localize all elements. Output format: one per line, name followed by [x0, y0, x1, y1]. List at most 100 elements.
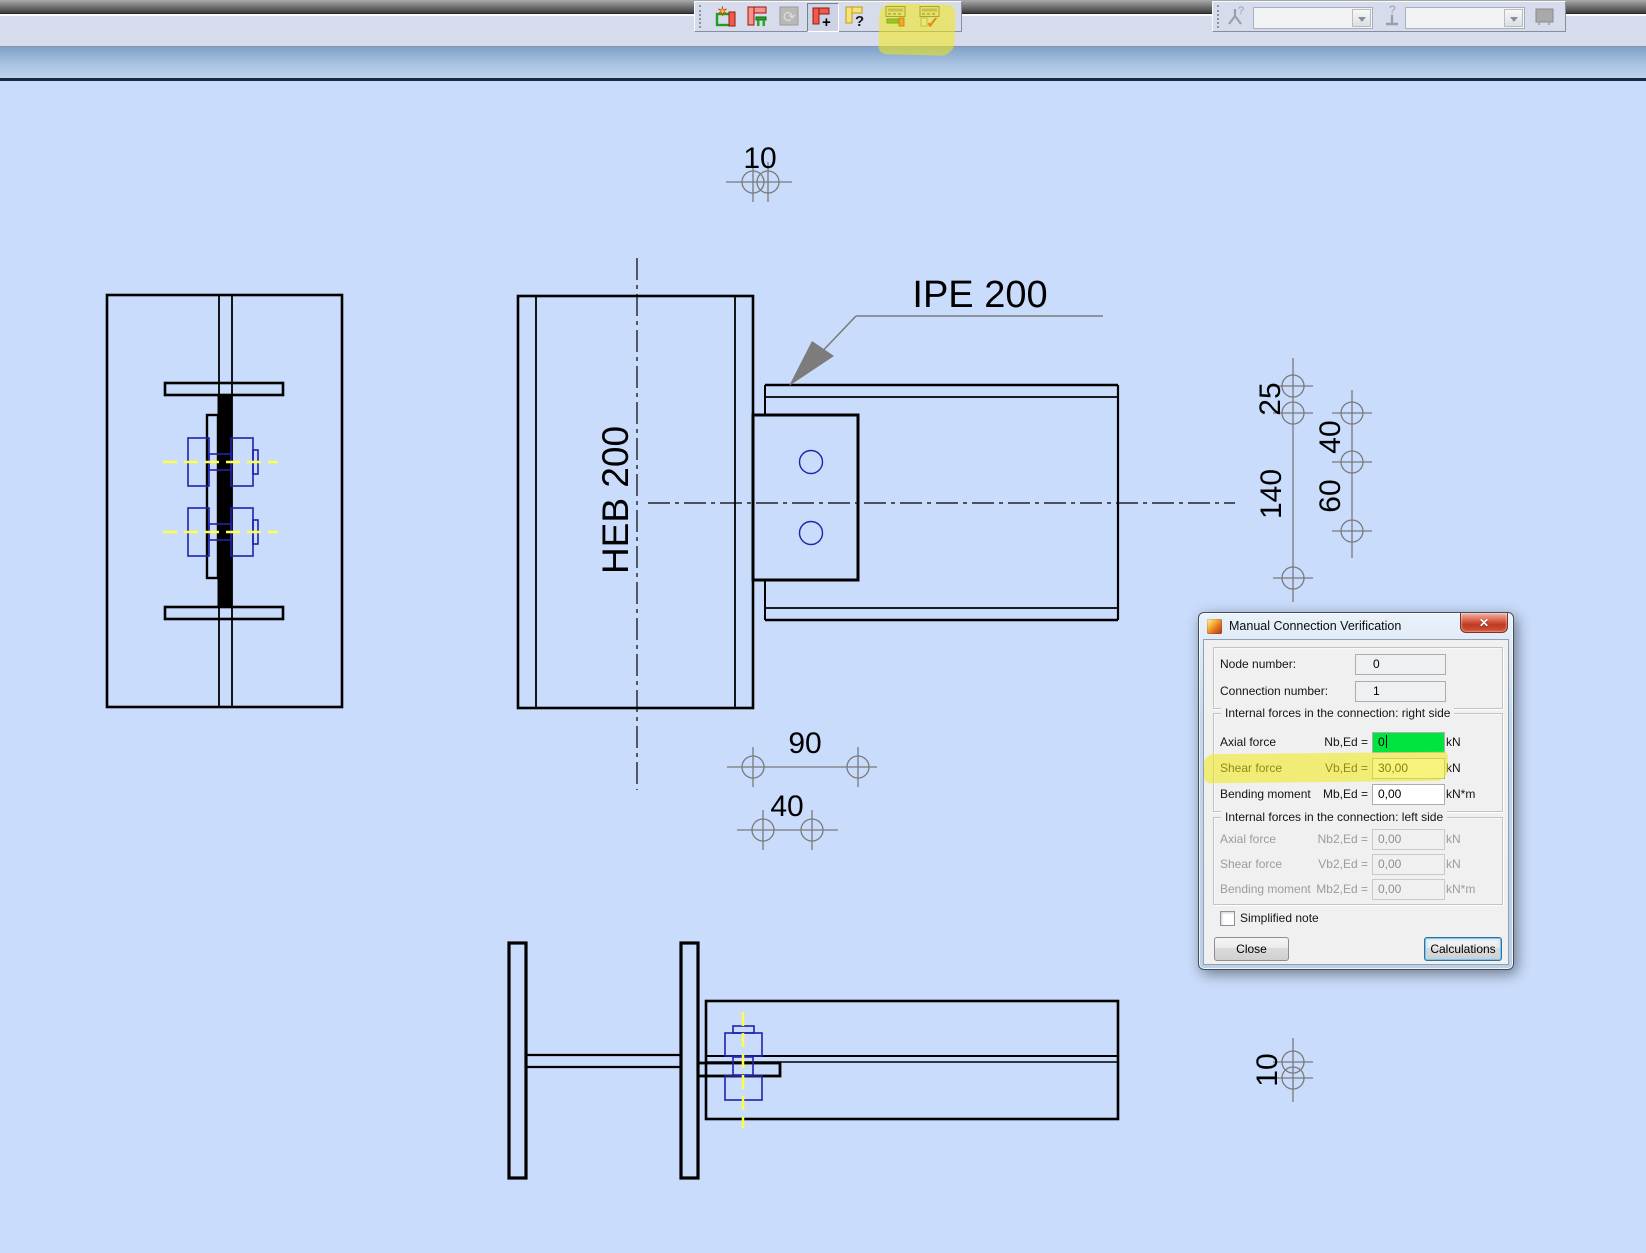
bending-moment-field[interactable]: 0,00 [1372, 784, 1445, 805]
node-selection-combo[interactable] [1253, 7, 1373, 29]
dim-label-bolt-edge-top: 40 [1314, 420, 1347, 453]
beam-label: IPE 200 [912, 274, 1047, 316]
plan-view [507, 941, 1120, 1180]
dim-bolt-edge [737, 809, 838, 851]
update-connection-icon: ⟳ [779, 6, 799, 26]
dimensions [726, 161, 1373, 1102]
axial-force-field[interactable]: 0 [1372, 732, 1445, 753]
shear-force-2-field: 0,00 [1372, 854, 1445, 875]
dim-label-gap-plan: 10 [1251, 1053, 1284, 1086]
manual-verification-button[interactable]: ✓ [915, 3, 945, 30]
svg-text:+: + [822, 14, 831, 30]
svg-text:?: ? [855, 13, 864, 29]
node-number-field[interactable]: 0 [1355, 654, 1446, 675]
bending-moment-unit: kN*m [1446, 787, 1476, 801]
bending-moment-2-field: 0,00 [1372, 879, 1445, 900]
dim-chain-plate [1272, 358, 1314, 602]
node-combo-dropdown-button[interactable] [1352, 9, 1371, 27]
text-cursor [1385, 735, 1388, 748]
shear-force-2-label: Shear force [1220, 857, 1283, 871]
shear-force-label: Shear force [1220, 761, 1283, 775]
dim-chain-bolts [1331, 390, 1373, 558]
member-combo-dropdown-button[interactable] [1504, 9, 1523, 27]
robot-app-icon [1207, 618, 1222, 634]
update-connection-button[interactable]: ⟳ [775, 3, 805, 30]
toolbar-drag-handle[interactable] [699, 5, 704, 28]
front-view [516, 258, 1235, 790]
axial-force-2-unit: kN [1446, 832, 1461, 846]
bending-moment-2-label: Bending moment [1220, 882, 1311, 896]
connection-calculations-button[interactable] [881, 3, 911, 30]
selection-toolbar: ? ? [1212, 1, 1566, 32]
connection-number-field[interactable]: 1 [1355, 681, 1446, 702]
dim-plate-width [727, 746, 877, 788]
chevron-down-icon [1357, 17, 1366, 26]
left-group-title: Internal forces in the connection: left … [1221, 810, 1448, 824]
simplified-note-label: Simplified note [1240, 911, 1319, 925]
dim-gap-front [726, 161, 792, 203]
connection-for-selected-bars-button[interactable] [743, 3, 773, 30]
dialog-body: Node number: 0 Connection number: 1 Inte… [1203, 639, 1509, 965]
dim-label-gap-front: 10 [743, 142, 776, 175]
dim-label-edge-top: 25 [1254, 382, 1287, 415]
create-connection-button[interactable]: + [807, 3, 839, 32]
dialog-title: Manual Connection Verification [1229, 619, 1402, 633]
calculator-check-icon: ✓ [919, 5, 940, 29]
close-button[interactable]: Close [1214, 937, 1289, 961]
svg-text:?: ? [1389, 5, 1396, 17]
axial-force-2-symbol: Nb2,Ed = [1317, 832, 1368, 846]
dim-label-plate-width: 90 [788, 727, 821, 760]
svg-text:✶: ✶ [717, 5, 728, 19]
shear-force-unit: kN [1446, 761, 1461, 775]
bending-moment-label: Bending moment [1220, 787, 1311, 801]
member-selection-combo[interactable] [1405, 7, 1525, 29]
bending-moment-2-unit: kN*m [1446, 882, 1476, 896]
chevron-down-icon [1509, 17, 1518, 26]
bending-moment-2-symbol: Mb2,Ed = [1316, 882, 1368, 896]
leader-arrow [789, 341, 834, 386]
beam-leader [794, 315, 1103, 381]
shear-force-field[interactable]: 30,00 [1372, 758, 1445, 779]
dim-label-bolt-edge-side: 40 [770, 790, 803, 823]
axial-force-2-label: Axial force [1220, 832, 1277, 846]
shear-force-2-symbol: Vb2,Ed = [1318, 857, 1368, 871]
dim-label-plate-height: 140 [1255, 469, 1288, 519]
node-selection-icon: ? [1228, 5, 1244, 25]
manual-connection-verification-dialog: Manual Connection Verification ✕ Node nu… [1198, 612, 1514, 970]
left-side-forces-group: Internal forces in the connection: left … [1213, 810, 1503, 905]
selection-options-icon [1535, 8, 1554, 25]
new-connection-icon: ✶ [715, 5, 736, 26]
svg-text:?: ? [1238, 5, 1244, 17]
member-selection-button[interactable]: ? [1379, 3, 1405, 30]
shear-force-2-unit: kN [1446, 857, 1461, 871]
calculations-button[interactable]: Calculations [1424, 937, 1502, 961]
create-connection-icon: + [812, 7, 831, 30]
connection-help-icon: ? [845, 6, 864, 29]
selection-options-button[interactable] [1531, 3, 1559, 30]
dialog-titlebar[interactable]: Manual Connection Verification [1199, 613, 1513, 639]
connections-toolbar: ✶ ⟳ + [694, 1, 962, 32]
column-label: HEB 200 [595, 426, 636, 574]
shear-force-symbol: Vb,Ed = [1324, 761, 1368, 775]
axial-force-2-field: 0,00 [1372, 829, 1445, 850]
side-view [105, 293, 344, 709]
dim-label-bolt-pitch: 60 [1314, 479, 1347, 512]
dim-gap-plan [1272, 1038, 1314, 1102]
caption-bar [0, 47, 1646, 81]
right-group-title: Internal forces in the connection: right… [1221, 706, 1455, 720]
node-number-label: Node number: [1220, 657, 1297, 671]
new-connection-button[interactable]: ✶ [711, 3, 741, 30]
simplified-note-checkbox[interactable] [1220, 911, 1235, 926]
calculator-icon [885, 5, 906, 26]
close-icon[interactable]: ✕ [1460, 613, 1508, 633]
svg-text:⟳: ⟳ [783, 9, 796, 26]
connection-help-button[interactable]: ? [841, 3, 871, 30]
toolbar-drag-handle[interactable] [1217, 5, 1222, 28]
svg-text:✓: ✓ [926, 15, 939, 29]
node-selection-button[interactable]: ? [1223, 3, 1249, 30]
member-selection-icon: ? [1386, 5, 1398, 25]
axial-force-label: Axial force [1220, 735, 1277, 749]
axial-force-unit: kN [1446, 735, 1461, 749]
